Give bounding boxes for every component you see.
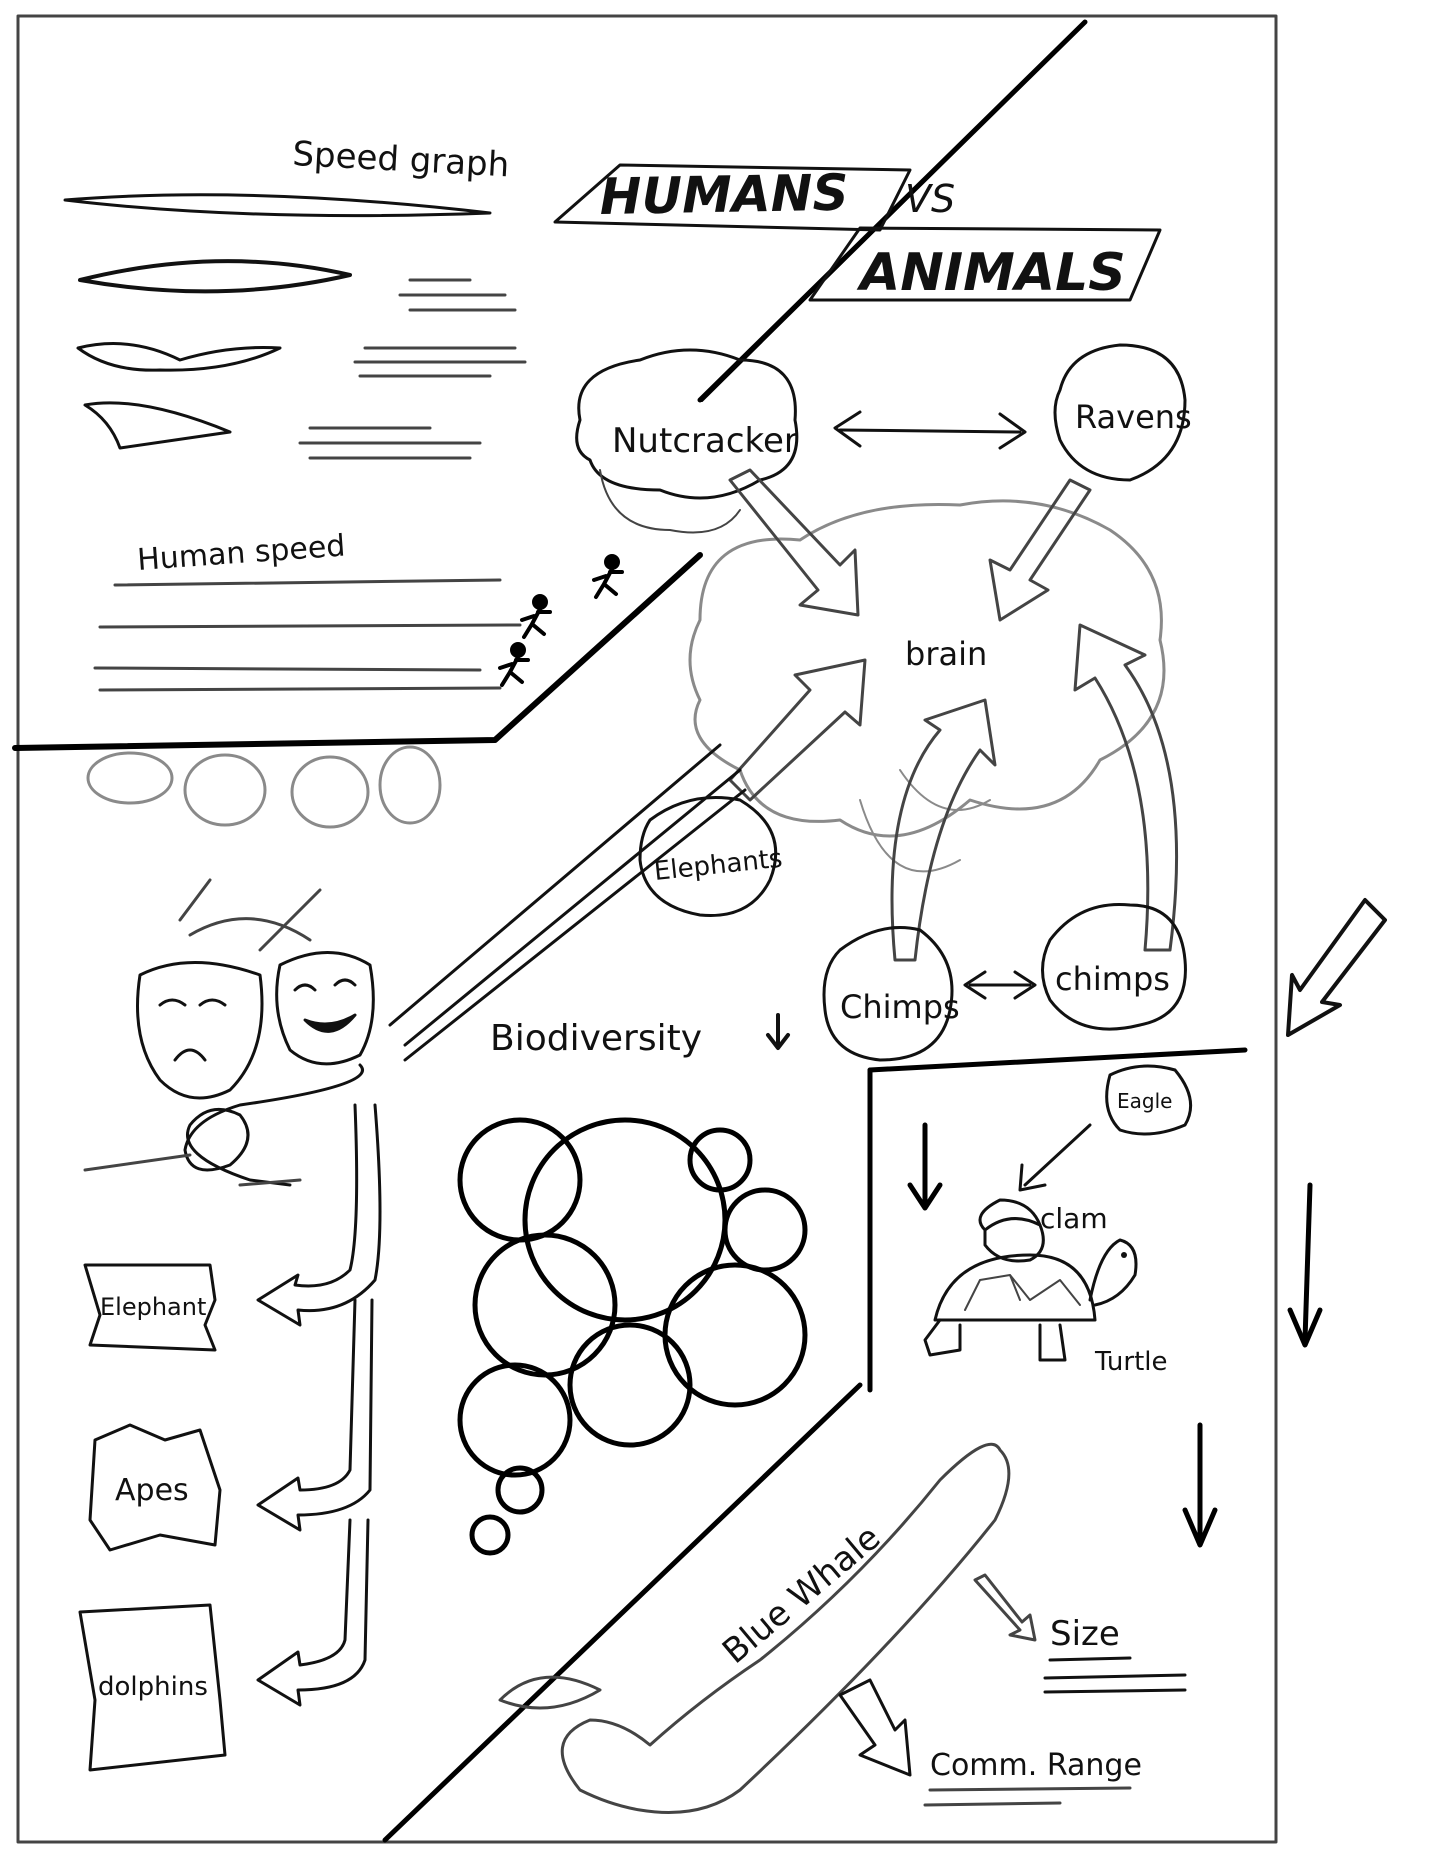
down-arrow-icon bbox=[768, 1015, 788, 1048]
chimps-left-label: Chimps bbox=[840, 988, 960, 1026]
turtle-label: Turtle bbox=[1094, 1347, 1168, 1377]
whale-label: Blue Whale bbox=[715, 1518, 888, 1672]
theatre-masks-icon bbox=[85, 880, 373, 1185]
human-speed-label: Human speed bbox=[136, 529, 346, 578]
eagle-label: Eagle bbox=[1117, 1089, 1172, 1113]
down-arrow-left bbox=[910, 1125, 940, 1208]
runner-icons bbox=[500, 556, 622, 685]
ravens-label: Ravens bbox=[1075, 398, 1192, 436]
biodiversity-section: Biodiversity bbox=[460, 1015, 805, 1553]
chimps-right-label: chimps bbox=[1055, 960, 1170, 998]
emotion-item-apes: Apes bbox=[115, 1473, 189, 1508]
down-arrow-right-1 bbox=[1290, 1185, 1320, 1345]
happy-mask bbox=[277, 953, 374, 1064]
speed-bar-3 bbox=[78, 344, 280, 371]
biodiversity-label: Biodiversity bbox=[490, 1018, 702, 1059]
double-arrow-birds bbox=[835, 412, 1025, 448]
nutcracker-label: Nutcracker bbox=[612, 421, 798, 461]
brain-cluster: brain Nutcracker Ravens Elephants Chimps bbox=[577, 345, 1192, 1060]
speed-bar-4 bbox=[85, 403, 230, 448]
speed-bar-2 bbox=[80, 261, 350, 291]
size-label: Size bbox=[1050, 1614, 1120, 1654]
arrows-to-brain bbox=[730, 470, 1177, 960]
double-arrow-chimps bbox=[965, 972, 1035, 998]
title-vs: VS bbox=[905, 177, 955, 221]
emotion-animals: Elephant Apes dolphins bbox=[80, 1105, 380, 1770]
title-humans: HUMANS bbox=[599, 164, 849, 226]
speed-graph-label: Speed graph bbox=[292, 134, 511, 185]
range-label: Comm. Range bbox=[930, 1748, 1142, 1783]
title-animals: ANIMALS bbox=[856, 243, 1126, 303]
emotion-item-elephant: Elephant bbox=[100, 1293, 206, 1321]
emotion-item-dolphins: dolphins bbox=[98, 1672, 208, 1702]
brain-label: brain bbox=[905, 635, 987, 673]
speed-bar-1 bbox=[65, 195, 490, 216]
elephants-label: Elephants bbox=[653, 844, 784, 887]
diagonal-arrow-icon bbox=[1288, 900, 1385, 1035]
whale-range-arrow bbox=[840, 1680, 910, 1775]
whale-size-arrow bbox=[975, 1575, 1035, 1640]
speed-graph: Speed graph Human speed bbox=[15, 134, 700, 827]
diagonal-beam bbox=[390, 745, 745, 1060]
clam-label: clam bbox=[1040, 1202, 1108, 1235]
sad-mask bbox=[138, 963, 263, 1099]
eagle-arrow bbox=[1020, 1125, 1090, 1190]
down-arrow-right-2 bbox=[1185, 1425, 1215, 1545]
title-banner: HUMANS VS ANIMALS bbox=[555, 164, 1160, 303]
